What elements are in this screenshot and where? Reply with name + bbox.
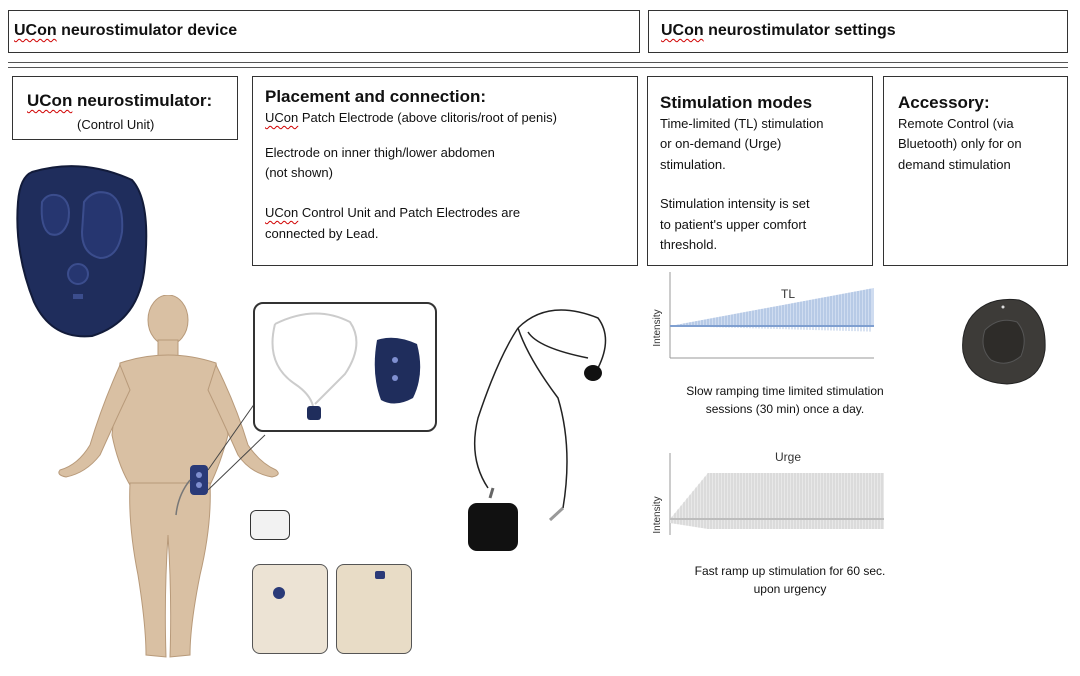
placement-box: Placement and connection: UCon Patch Ele…	[252, 76, 638, 266]
electrode-closeup-small	[250, 510, 290, 540]
tl-intensity-chart: TL Intensity	[652, 272, 874, 359]
placement-line-3: (not shown)	[265, 165, 333, 180]
device-kit-inset	[253, 302, 437, 432]
placement-line-2: Electrode on inner thigh/lower abdomen	[265, 145, 495, 160]
modes-title: Stimulation modes	[660, 93, 813, 112]
accessory-line-3: demand stimulation	[898, 157, 1011, 172]
placement-title: Placement and connection:	[265, 87, 487, 106]
placement-line-4: UCon Control Unit and Patch Electrodes a…	[265, 205, 521, 220]
stimulation-modes-box: Stimulation modes Time-limited (TL) stim…	[647, 76, 873, 266]
modes-line-5: to patient's upper comfort	[660, 217, 807, 232]
settings-header-box: UCon neurostimulator settings	[648, 10, 1068, 53]
urge-y-label: Intensity	[652, 496, 663, 533]
modes-line-6: threshold.	[660, 237, 718, 252]
female-placement-closeup	[252, 564, 328, 654]
section-divider-bottom	[8, 67, 1068, 68]
urge-caption: Fast ramp up stimulation for 60 sec. upo…	[694, 564, 886, 596]
settings-header-title: UCon neurostimulator settings	[661, 22, 896, 39]
lead-and-patch-electrode-image	[468, 309, 607, 551]
device-header-box: UCon neurostimulator device	[8, 10, 640, 53]
urge-intensity-chart: Urge Intensity	[652, 450, 884, 535]
accessory-title: Accessory:	[898, 93, 990, 112]
placement-line-5: connected by Lead.	[265, 226, 379, 241]
human-body-illustration	[58, 295, 279, 658]
control-unit-title: UCon neurostimulator:	[27, 91, 213, 110]
accessory-line-2: Bluetooth) only for on	[898, 136, 1022, 151]
device-header-title: UCon neurostimulator device	[14, 22, 238, 39]
male-placement-closeup	[336, 564, 412, 654]
modes-line-4: Stimulation intensity is set	[660, 196, 810, 211]
control-unit-device-image	[16, 165, 148, 338]
control-unit-subtitle: (Control Unit)	[77, 117, 155, 132]
accessory-line-1: Remote Control (via	[898, 116, 1014, 131]
section-divider-top	[8, 62, 1068, 63]
tl-caption: Slow ramping time limited stimulation se…	[686, 384, 884, 416]
modes-line-3: stimulation.	[660, 157, 726, 172]
accessory-box: Accessory: Remote Control (via Bluetooth…	[883, 76, 1068, 266]
control-unit-box: UCon neurostimulator: (Control Unit)	[12, 76, 238, 140]
placement-line-1: UCon Patch Electrode (above clitoris/roo…	[265, 110, 557, 125]
modes-line-2: or on-demand (Urge)	[660, 136, 782, 151]
tl-ramp-area	[670, 288, 874, 326]
modes-line-1: Time-limited (TL) stimulation	[660, 116, 824, 131]
tl-chart-label: TL	[781, 287, 795, 301]
urge-chart-label: Urge	[775, 450, 801, 464]
remote-control-image	[962, 298, 1046, 385]
tl-y-label: Intensity	[652, 309, 663, 346]
